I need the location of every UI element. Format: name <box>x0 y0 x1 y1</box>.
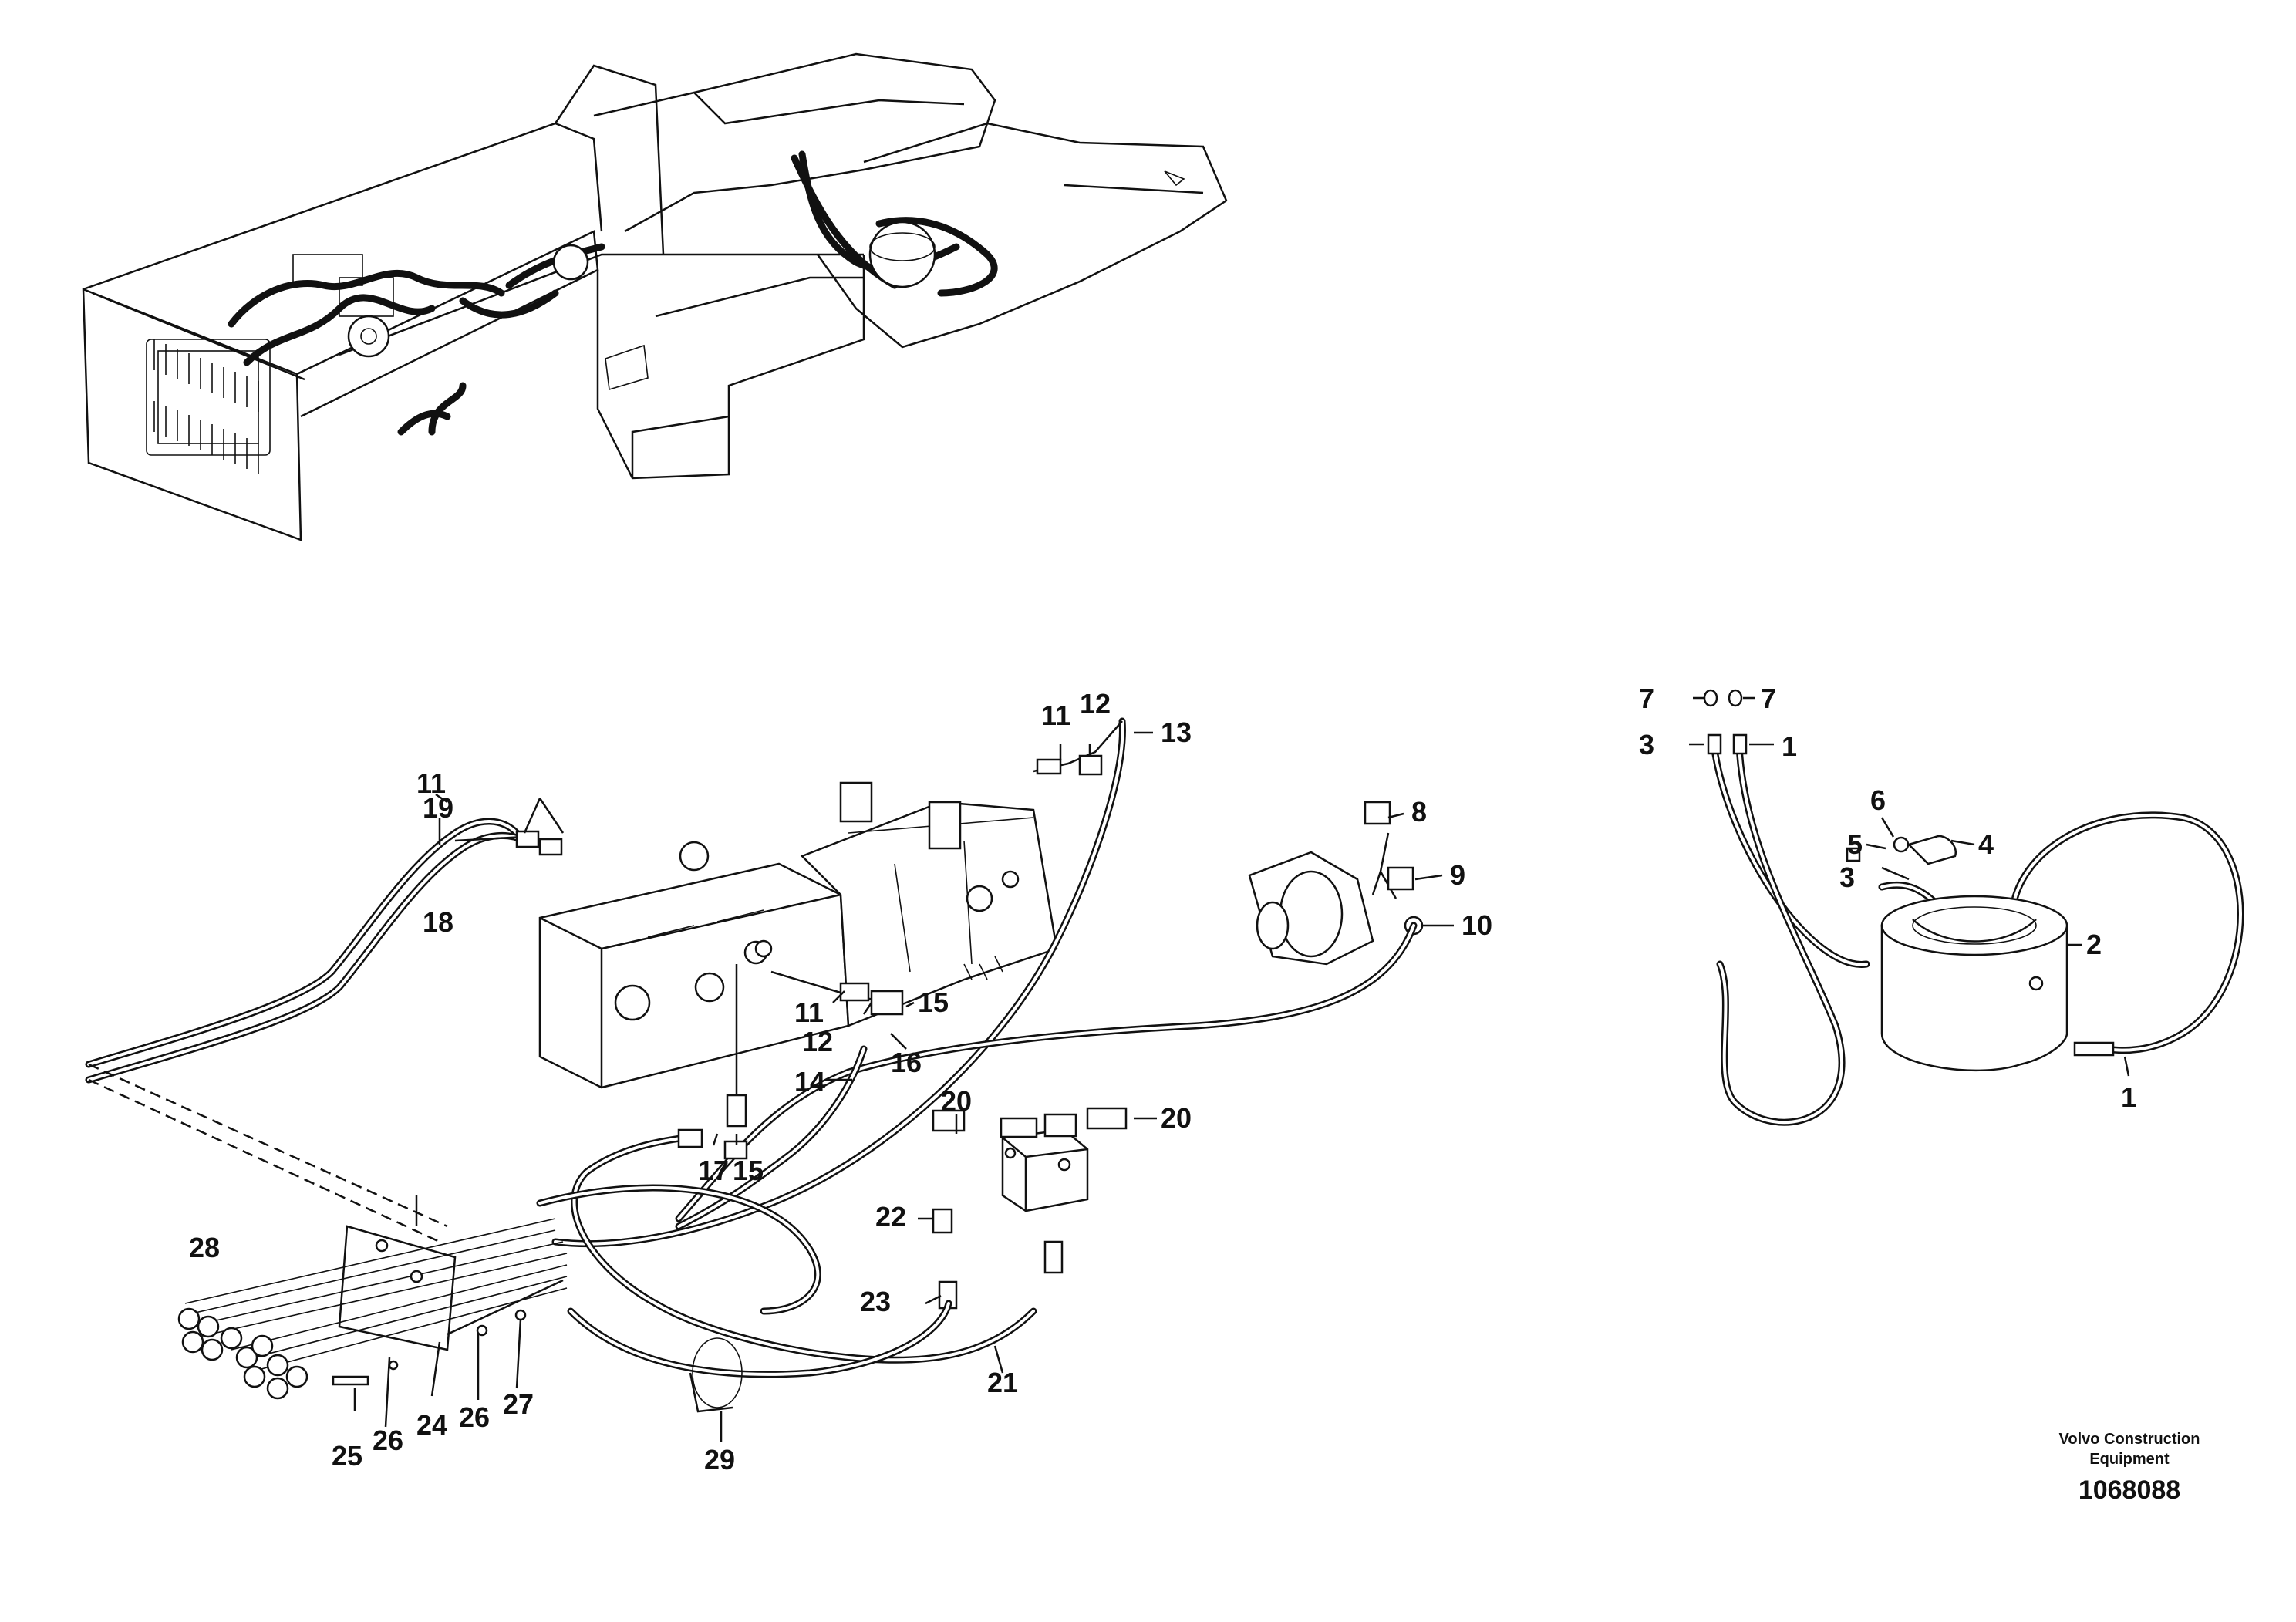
publisher-name: Volvo Construction Equipment <box>2058 1431 2200 1468</box>
callout-label: 12 <box>1080 688 1111 720</box>
callout-label: 18 <box>423 906 453 938</box>
callout-label: 21 <box>987 1367 1018 1398</box>
fitting-cluster <box>177 1307 308 1400</box>
callout-label: 9 <box>1450 859 1465 891</box>
callout-label: 1 <box>2121 1081 2136 1113</box>
callout-label: 11 <box>1041 700 1070 731</box>
callout-label: 10 <box>1462 909 1492 941</box>
callout-label: 3 <box>1839 862 1855 893</box>
callout-label: 2 <box>2086 929 2102 960</box>
drawing-number: 1068088 <box>2078 1475 2181 1505</box>
callout-label: 20 <box>941 1085 972 1117</box>
callout-label: 20 <box>1161 1102 1192 1134</box>
publisher-block: Volvo Construction Equipment 1068088 <box>2029 1429 2230 1506</box>
leader-lines <box>353 696 2130 1442</box>
callout-label: 5 <box>1847 828 1863 860</box>
callout-label: 7 <box>1761 683 1776 714</box>
hydraulic-pump-assembly <box>538 781 1058 1089</box>
callout-label: 6 <box>1870 784 1886 816</box>
callout-label: 27 <box>503 1388 534 1420</box>
callout-label: 24 <box>416 1409 447 1441</box>
callout-label: 16 <box>891 1047 922 1078</box>
callout-label: 8 <box>1411 796 1427 828</box>
callout-label: 14 <box>794 1066 825 1098</box>
callout-label: 15 <box>918 986 949 1018</box>
swivel-assembly <box>1703 689 2244 1126</box>
callout-label: 28 <box>189 1232 220 1263</box>
callout-label: 3 <box>1639 729 1654 760</box>
bulkhead-plate-bundle <box>88 1063 568 1400</box>
callout-labels-swivel: 7 7 3 1 6 4 5 3 2 1 <box>1639 683 2136 1113</box>
callout-label: 11 <box>794 996 824 1028</box>
callout-label: 15 <box>733 1155 764 1186</box>
callout-label: 13 <box>1161 717 1192 748</box>
callout-label: 11 <box>416 767 446 799</box>
callout-label: 23 <box>860 1286 891 1317</box>
grill-slots <box>153 339 259 474</box>
callout-label: 17 <box>698 1155 729 1186</box>
callout-label: 4 <box>1978 828 1994 860</box>
hydraulic-hoses <box>85 717 1418 1413</box>
callout-label: 26 <box>373 1425 403 1456</box>
callout-label: 1 <box>1782 730 1797 762</box>
machine-frame-overview <box>82 52 1228 541</box>
callout-label: 19 <box>423 792 453 824</box>
overview-harness <box>228 150 998 436</box>
control-valve-block <box>932 1107 1128 1310</box>
callout-label: 29 <box>704 1444 735 1475</box>
callout-label: 7 <box>1639 683 1654 714</box>
callout-labels-main: 11 11 12 13 19 18 11 12 15 16 14 17 15 8… <box>189 688 1492 1475</box>
callout-label: 26 <box>459 1401 490 1433</box>
hydraulic-motor <box>1248 801 1424 966</box>
callout-label: 12 <box>802 1026 833 1057</box>
callout-label: 22 <box>875 1201 906 1233</box>
callout-label: 25 <box>332 1440 362 1472</box>
